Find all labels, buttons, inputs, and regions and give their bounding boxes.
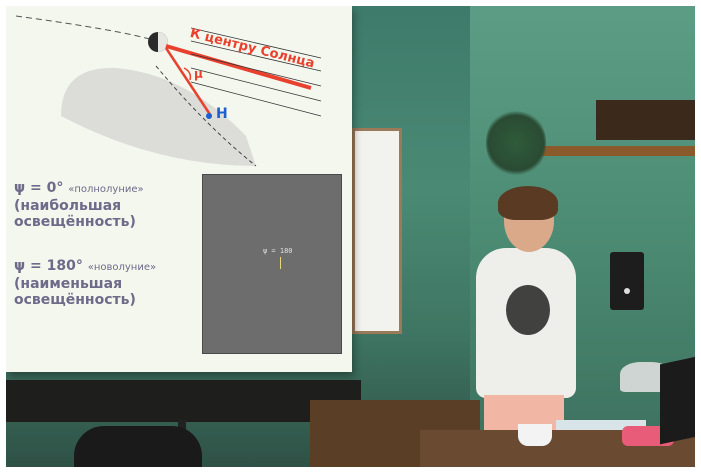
angle-arc [183,67,192,81]
new-moon-detail: (наименьшая освещённость) [14,276,136,308]
chair [74,426,202,473]
inset-marker [280,257,281,269]
ray-4 [190,67,322,102]
shelf [508,146,701,156]
tshirt-print [506,285,550,335]
new-moon-block: ψ = 180° «новолуние» (наименьшая освещён… [14,258,199,308]
whiteboard [352,128,402,334]
new-moon-formula: ψ = 180° [14,258,83,274]
papers [556,420,646,430]
orbit-arc [15,15,157,42]
bookshelf [596,100,701,140]
full-moon-block: ψ = 0° «полнолуние» (наибольшая освещённ… [14,180,199,230]
sun-arrow [165,44,312,90]
full-moon-detail: (наибольшая освещённость) [14,198,136,230]
ray-2 [190,40,322,72]
ray-1 [190,27,322,59]
plant [486,108,546,178]
laptop [660,355,701,445]
moon-phase-icon [158,32,168,52]
inset-video: ψ = 180 [202,174,342,354]
point-label: H [216,106,228,122]
angle-label: μ [194,67,203,81]
terminator-line [155,65,257,167]
cup [518,424,552,446]
projection-screen: К центру Солнца μ H ψ = 0° «полнолуние» … [6,6,352,372]
slide-diagram [15,15,322,167]
hair [498,186,558,220]
ray-3 [190,53,322,87]
full-moon-caption: «полнолуние» [68,184,144,195]
moon-surface [61,67,256,166]
speaker [610,252,644,310]
point-h-icon [206,113,212,119]
inset-label: ψ = 180 [263,247,293,255]
screen-bottom-bar [6,380,361,422]
new-moon-caption: «новолуние» [87,262,157,273]
normal-line [164,47,213,117]
full-moon-formula: ψ = 0° [14,180,64,196]
ray-5 [190,81,322,117]
